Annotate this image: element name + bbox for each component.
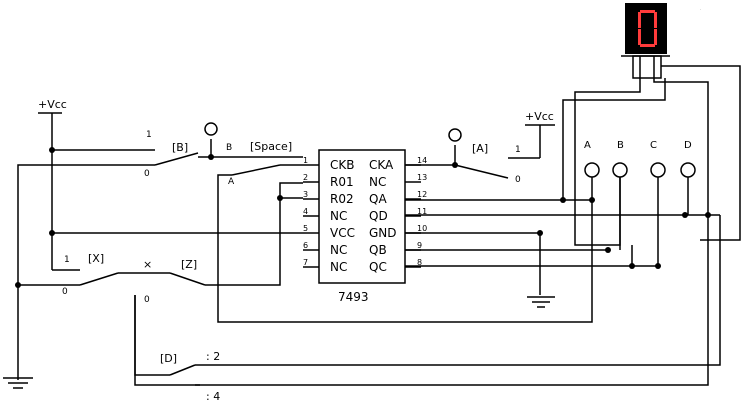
chip-pin-13-number: 13 <box>417 173 427 182</box>
switch-x-pos0: 0 <box>62 287 68 297</box>
chip-pin-9-number: 9 <box>417 241 422 250</box>
probe-b-label: B <box>617 140 624 151</box>
chip-pin-12-label: QA <box>369 192 387 206</box>
switch-b-key: [B] <box>172 141 188 154</box>
vcc-left-label: +Vcc <box>38 98 67 111</box>
switch-b-pos0: 0 <box>144 169 150 179</box>
probe-a-label: A <box>584 140 591 151</box>
output-wires <box>405 197 720 295</box>
switch-b-pos1: 1 <box>146 130 152 140</box>
chip-pin-2-label: R01 <box>330 175 354 189</box>
switch-d[interactable]: [D] : 2 : 4 <box>134 215 721 403</box>
switch-x[interactable]: 1 [X] 0 × <box>18 252 170 297</box>
probe-a: A <box>584 140 600 200</box>
chip-pin-12-number: 12 <box>417 190 427 199</box>
chip-pin-1-label: CKB <box>330 158 354 172</box>
chip-pin-11-label: QD <box>369 209 388 223</box>
chip-pin-9-label: QB <box>369 243 387 257</box>
switch-space[interactable]: [Space] A <box>217 140 593 323</box>
decoder-wires <box>134 65 741 386</box>
chip-pin-13-label: NC <box>369 175 386 189</box>
seven-segment-display: 0 <box>621 3 701 79</box>
chip-pin-4-label: NC <box>330 209 347 223</box>
chip-pin-11-number: 11 <box>417 207 427 216</box>
chip-pin-8-label: QC <box>369 260 387 274</box>
switch-x-mark: × <box>143 258 152 271</box>
probe-d-label: D <box>684 140 692 151</box>
switch-d-opt4: : 4 <box>206 390 220 403</box>
chip-pin-5-label: VCC <box>330 226 355 240</box>
chip-name: 7493 <box>338 290 369 304</box>
probe-d: D <box>680 140 696 215</box>
switch-z[interactable]: [Z] 0 <box>144 258 206 305</box>
vcc-left-rail: +Vcc <box>38 98 67 270</box>
chip-pin-5-number: 5 <box>303 224 308 233</box>
chip-pin-2-number: 2 <box>303 173 308 182</box>
switch-a[interactable]: [A] 0 1 <box>405 128 540 185</box>
switch-b[interactable]: 1 [B] B 0 <box>15 122 303 380</box>
switch-a-pos0: 0 <box>515 175 521 185</box>
switch-a-pos1: 1 <box>515 145 521 155</box>
display-digit: 0 <box>700 9 701 11</box>
chip-pin-6-number: 6 <box>303 241 308 250</box>
switch-x-key: [X] <box>88 252 104 265</box>
chip-pin-6-label: NC <box>330 243 347 257</box>
switch-a-key: [A] <box>472 142 488 155</box>
chip-pin-4-number: 4 <box>303 207 308 216</box>
switch-space-key: [Space] <box>250 140 292 153</box>
vcc-right-label: +Vcc <box>525 110 554 123</box>
chip-pin-3-number: 3 <box>303 190 308 199</box>
chip-pin-8-number: 8 <box>417 258 422 267</box>
switch-space-pos: A <box>228 177 235 187</box>
chip-pin-14-number: 14 <box>417 156 427 165</box>
switch-b-out-label: B <box>226 143 232 153</box>
probe-b: B <box>612 140 628 250</box>
chip-pin-10-label: GND <box>369 226 397 240</box>
switch-z-pos0: 0 <box>144 295 150 305</box>
switch-z-key: [Z] <box>181 258 197 271</box>
chip-pin-7-number: 7 <box>303 258 308 267</box>
vcc-right-rail: +Vcc <box>525 110 555 158</box>
chip-pin-3-label: R02 <box>330 192 354 206</box>
chip-pin-1-number: 1 <box>303 156 308 165</box>
probe-c: C <box>650 140 666 266</box>
switch-d-key: [D] <box>160 352 177 365</box>
chip-pin-14-label: CKA <box>369 158 394 172</box>
ground-left <box>3 377 33 389</box>
switch-x-pos1: 1 <box>64 255 70 265</box>
chip-pin-7-label: NC <box>330 260 347 274</box>
chip-pin-10-number: 10 <box>417 224 427 233</box>
switch-d-opt2: : 2 <box>206 350 220 363</box>
probe-c-label: C <box>650 140 657 151</box>
ground-right <box>527 296 555 308</box>
